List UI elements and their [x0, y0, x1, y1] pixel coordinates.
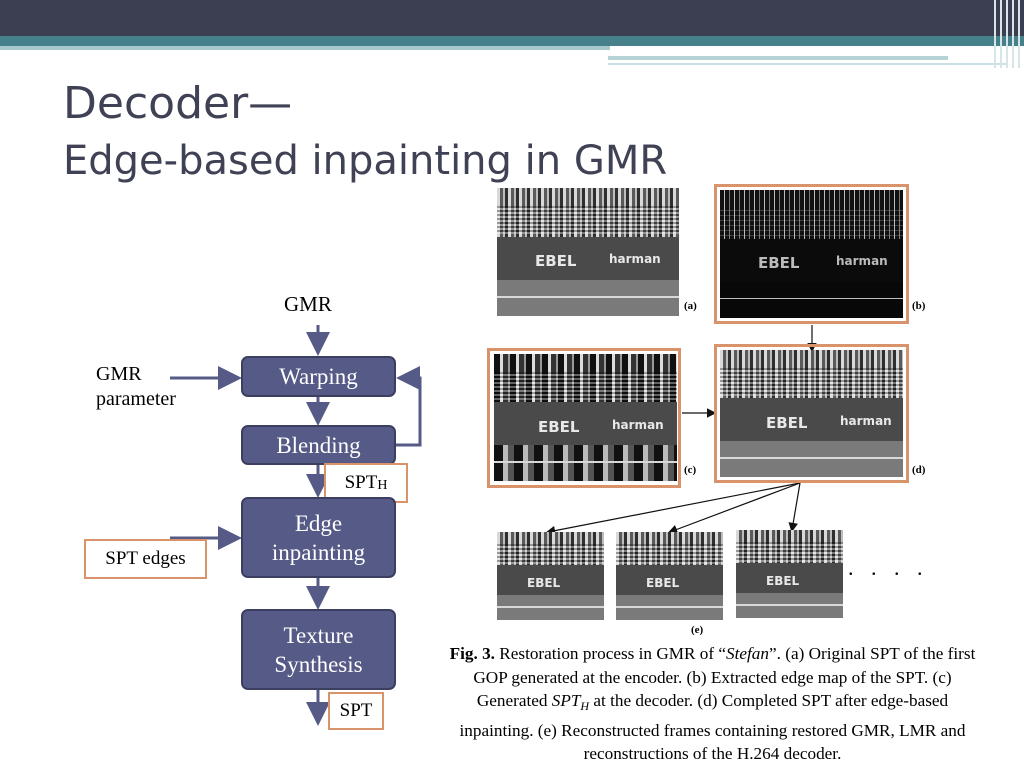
ad-text: EBEL	[535, 252, 577, 270]
warping-box: Warping	[241, 356, 396, 397]
edge-inpainting-box: Edge inpainting	[241, 497, 396, 578]
panel-c-image: EBEL harman	[494, 354, 677, 481]
ad-text: harman	[609, 252, 661, 266]
spt-output-label: SPT	[339, 700, 373, 721]
figure-arrow-d-to-e1	[545, 482, 801, 536]
blending-box: Blending	[241, 425, 396, 465]
ad-text: EBEL	[538, 417, 580, 436]
panel-b-label: (b)	[912, 300, 926, 312]
panel-c-label: (c)	[684, 464, 697, 476]
spt-edges-label-box: SPT edges	[84, 539, 207, 579]
panel-a-image: EBEL harman	[497, 188, 679, 316]
texture-synthesis-label: Texture Synthesis	[274, 622, 363, 677]
caption-fig-label: Fig. 3.	[449, 644, 495, 663]
blending-label: Blending	[276, 432, 361, 458]
gmr-input-label: GMR	[284, 292, 332, 316]
texture-synthesis-box: Texture Synthesis	[241, 609, 396, 690]
panel-b-image: EBEL harman	[720, 190, 903, 318]
panel-e-label: (e)	[691, 624, 704, 636]
caption-text: at the decoder. (d) Completed SPT after …	[459, 691, 966, 764]
figure-caption: Fig. 3. Restoration process in GMR of “S…	[445, 642, 980, 766]
panel-d-image: EBEL harman	[720, 350, 903, 477]
slide-subtitle: Edge-based inpainting in GMR	[63, 138, 668, 184]
header-decor-line	[608, 56, 948, 60]
ad-text: EBEL	[766, 413, 808, 432]
ad-text: EBEL	[766, 574, 800, 588]
ad-text: EBEL	[758, 254, 800, 272]
panel-e-frame-2: EBEL	[616, 532, 723, 620]
panel-b-highlight	[714, 184, 909, 324]
figure-arrow-d-to-e2	[667, 482, 801, 534]
ad-text: harman	[612, 417, 664, 432]
ad-text: harman	[840, 413, 892, 428]
panel-d-label: (d)	[912, 464, 926, 476]
spth-label: SPT	[344, 472, 378, 493]
ad-text: EBEL	[527, 576, 561, 590]
caption-text: ”. (a) Original SPT of the first GOP gen…	[473, 644, 976, 710]
more-frames-ellipsis: . . . .	[848, 555, 929, 580]
edge-inpainting-label: Edge inpainting	[271, 510, 366, 565]
ad-text: harman	[836, 254, 888, 268]
panel-e-frame-3: EBEL	[736, 530, 843, 618]
header-accent-thin-stripe	[0, 46, 610, 50]
panel-e-frame-1: EBEL	[497, 532, 604, 620]
spt-output-label-box: SPT	[328, 692, 384, 730]
header-decor-line	[608, 63, 1008, 65]
panel-c-highlight	[487, 348, 681, 488]
header-decor-vertical-lines	[990, 0, 1024, 68]
header-accent-stripe	[0, 36, 1024, 46]
panel-d-highlight	[714, 344, 909, 483]
header-bar	[0, 0, 1024, 36]
caption-subscript-h: H	[580, 699, 590, 714]
caption-spt: SPT	[551, 691, 581, 710]
gmr-parameter-label: GMR parameter	[96, 363, 176, 410]
slide-title: Decoder—	[63, 78, 293, 129]
caption-text: Restoration process in GMR of “	[494, 644, 727, 663]
arrow-blending-feedback	[396, 366, 422, 447]
ad-text: EBEL	[646, 576, 680, 590]
caption-stefan: Stefan	[726, 644, 769, 663]
warping-label: Warping	[279, 364, 358, 389]
figure-arrow-d-to-e3	[788, 482, 801, 533]
spt-edges-label: SPT edges	[105, 548, 186, 569]
spth-subscript: H	[377, 478, 388, 493]
panel-a-label: (a)	[684, 300, 697, 312]
